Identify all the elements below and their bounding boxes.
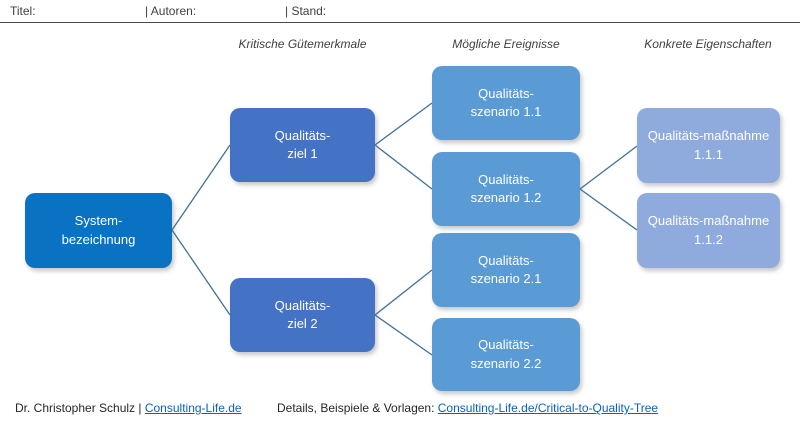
- node-qualitaetsszenario-1-1: Qualitäts- szenario 1.1: [432, 66, 580, 140]
- node-qualitaetsszenario-2-1: Qualitäts- szenario 2.1: [432, 233, 580, 307]
- node-label: ziel 1: [287, 146, 318, 161]
- node-label: 1.1.2: [694, 231, 723, 247]
- authors-label: | Autoren:: [145, 4, 197, 18]
- footer-author-link[interactable]: Consulting-Life.de: [144, 401, 242, 415]
- node-label: szenario 1.2: [470, 190, 542, 205]
- header-divider: [0, 22, 800, 23]
- column-heading-concrete-properties: Konkrete Eigenschaften: [644, 37, 772, 51]
- footer-author-text: Dr. Christopher Schulz |: [15, 401, 145, 415]
- node-qualitaetsmassnahme-1-1-1: Qualitäts-maßnahme 1.1.1: [637, 108, 780, 183]
- node-qualitaetsmassnahme-1-1-2: Qualitäts-maßnahme 1.1.2: [637, 193, 780, 268]
- node-system-bezeichnung: System- bezeichnung: [25, 193, 172, 268]
- connector-line: [579, 188, 638, 231]
- footer-author: Dr. Christopher Schulz | Consulting-Life…: [15, 401, 242, 415]
- node-label: bezeichnung: [61, 231, 136, 247]
- node-label: Qualitäts-: [274, 297, 331, 313]
- column-heading-possible-events: Mögliche Ereignisse: [452, 37, 560, 51]
- connector-line: [579, 145, 638, 190]
- node-label: Qualitäts-maßnahme: [647, 213, 770, 229]
- footer-details: Details, Beispiele & Vorlagen: Consultin…: [277, 401, 658, 415]
- node-label: szenario 1.1: [470, 104, 542, 119]
- node-label: Qualitäts-: [478, 252, 534, 268]
- node-qualitaetsszenario-1-2: Qualitäts- szenario 1.2: [432, 152, 580, 226]
- node-label: Qualitäts-: [478, 171, 534, 187]
- date-label: | Stand:: [285, 4, 327, 18]
- node-label: szenario 2.1: [470, 271, 542, 286]
- connector-line: [374, 269, 433, 316]
- footer-details-text: Details, Beispiele & Vorlagen:: [277, 401, 438, 415]
- column-heading-quality-goals: Kritische Gütemerkmale: [238, 37, 367, 51]
- connector-line: [374, 314, 433, 356]
- node-qualitaetsziel-2: Qualitäts- ziel 2: [230, 278, 375, 352]
- connector-line: [374, 102, 433, 146]
- node-label: Qualitäts-: [478, 337, 534, 353]
- footer-details-link[interactable]: Consulting-Life.de/Critical-to-Quality-T…: [437, 401, 659, 415]
- node-label: System-: [74, 213, 123, 229]
- node-label: Qualitäts-: [478, 85, 534, 101]
- node-label: Qualitäts-: [274, 127, 331, 143]
- node-qualitaetsszenario-2-2: Qualitäts- szenario 2.2: [432, 318, 580, 391]
- title-label: Titel:: [10, 4, 36, 18]
- connector-line: [171, 144, 231, 231]
- connector-line: [171, 229, 231, 316]
- node-label: ziel 2: [287, 316, 318, 331]
- node-label: 1.1.1: [694, 146, 723, 162]
- node-qualitaetsziel-1: Qualitäts- ziel 1: [230, 108, 375, 182]
- node-label: szenario 2.2: [470, 355, 542, 371]
- connector-line: [374, 144, 433, 190]
- node-label: Qualitäts-maßnahme: [647, 128, 770, 144]
